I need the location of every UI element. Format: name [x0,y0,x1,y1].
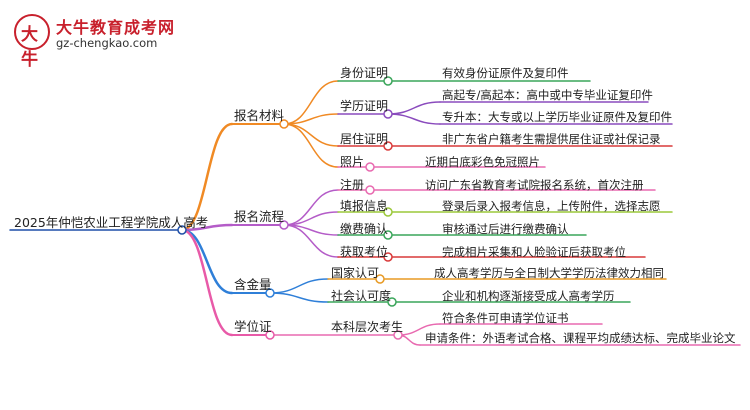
materials-collapse-dot[interactable] [279,119,289,129]
site-logo[interactable]: 大牛 大牛教育成考网 gz-chengkao.com [8,12,198,70]
root-collapse-dot[interactable] [177,225,187,235]
logo-url: gz-chengkao.com [56,36,158,50]
social-collapse-dot[interactable] [387,297,397,307]
node-seat: 获取考位 [340,245,389,259]
edge-value-social [269,292,329,303]
reg-collapse-dot[interactable] [365,185,375,195]
node-id-cert: 身份证明 [340,66,389,80]
node-fill-info: 填报信息 [340,199,389,213]
pay-collapse-dot[interactable] [383,230,393,240]
edge-materials-id [283,80,339,125]
logo-mark-text: 大牛 [21,25,38,70]
leaf-national: 成人高考学历与全日制大学学历法律效力相同 [434,266,664,280]
edu-collapse-dot[interactable] [383,109,393,119]
edge-materials-res [283,123,339,147]
node-national: 国家认可 [331,266,380,280]
bachelor-collapse-dot[interactable] [393,330,403,340]
leaf-fill-info: 登录后录入报考信息，上传附件，选择志愿 [442,199,661,213]
leaf-register: 访问广东省教育考试院报名系统，首次注册 [425,178,644,192]
node-register: 注册 [340,178,365,192]
node-social: 社会认可度 [331,289,392,303]
branch-process: 报名流程 [234,209,285,224]
fill-collapse-dot[interactable] [383,207,393,217]
leaf-degree-2: 申请条件：外语考试合格、课程平均成绩达标、完成毕业论文 [425,331,736,345]
res-collapse-dot[interactable] [383,141,393,151]
logo-title: 大牛教育成考网 [56,18,176,37]
branch-materials: 报名材料 [234,108,285,123]
branch-degree: 学位证 [234,319,272,334]
leaf-curve-edu-1 [387,101,441,115]
process-collapse-dot[interactable] [279,220,289,230]
seat-collapse-dot[interactable] [383,252,393,262]
branch-value: 含金量 [234,277,272,292]
leaf-edu-2: 专升本：大专或以上学历毕业证原件及复印件 [442,110,672,124]
leaf-photo: 近期白底彩色免冠照片 [425,155,540,169]
node-photo: 照片 [340,155,365,169]
leaf-edu-1: 高起专/高起本：高中或中专毕业证复印件 [442,88,653,102]
logo-mark-icon: 大牛 [14,14,50,70]
root-topic: 2025年仲恺农业工程学院成人高考 [14,215,209,230]
leaf-pay: 审核通过后进行缴费确认 [442,222,569,236]
leaf-curve-edu-2 [387,113,441,125]
photo-collapse-dot[interactable] [365,162,375,172]
node-edu-cert: 学历证明 [340,99,389,113]
edge-value-national [269,278,329,294]
node-pay: 缴费确认 [340,222,389,236]
edge-root-degree [180,228,234,337]
edge-root-materials [180,122,234,232]
leaf-social: 企业和机构逐渐接受成人高考学历 [442,289,615,303]
value-collapse-dot[interactable] [265,288,275,298]
leaf-id-cert: 有效身份证原件及复印件 [442,66,569,80]
national-collapse-dot[interactable] [375,274,385,284]
leaf-seat: 完成相片采集和人脸验证后获取考位 [442,245,626,259]
degree-collapse-dot[interactable] [265,330,275,340]
id-collapse-dot[interactable] [383,76,393,86]
edge-process-reg [283,189,339,226]
node-res-cert: 居住证明 [340,132,389,146]
leaf-degree-1: 符合条件可申请学位证书 [442,311,569,325]
node-bachelor: 本科层次考生 [331,320,404,334]
leaf-res-cert: 非广东省户籍考生需提供居住证或社保记录 [442,132,661,146]
edge-process-seat [283,224,339,258]
edge-materials-photo [283,123,339,168]
